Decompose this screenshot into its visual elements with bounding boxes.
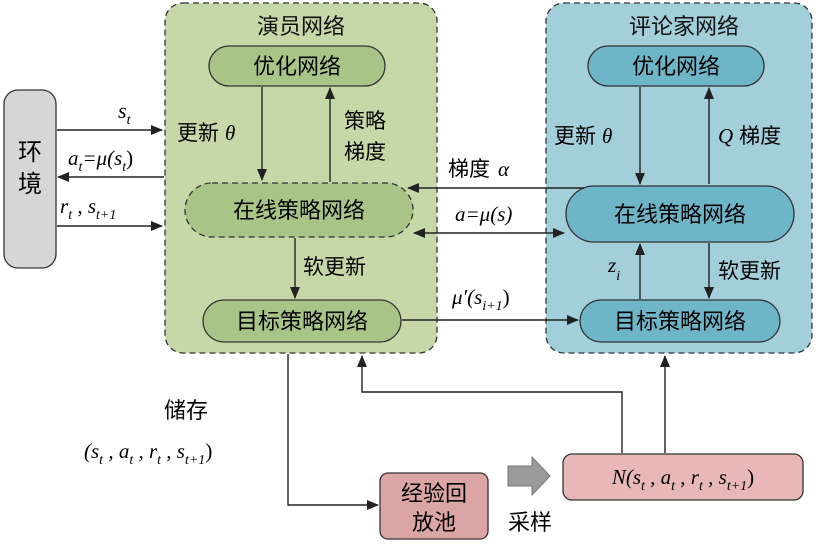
replay-buffer-label-2: 放池 — [412, 511, 456, 536]
actor-online-label: 在线策略网络 — [233, 199, 365, 224]
actor-title: 演员网络 — [257, 15, 345, 40]
reward-label: rt , st+1 — [60, 194, 116, 223]
sample-to-actor-arrow — [357, 355, 623, 453]
z-label: zi — [607, 253, 620, 284]
sampling-label: 采样 — [508, 511, 552, 536]
environment-label-2: 境 — [18, 170, 42, 198]
actor-target-node — [202, 299, 402, 343]
action-exchange-label: a=μ(s) — [455, 202, 512, 226]
environment-node — [3, 89, 57, 269]
actor-optimize-node — [208, 45, 386, 87]
actor-target-label: 目标策略网络 — [236, 310, 368, 335]
replay-buffer-node — [379, 472, 489, 540]
critic-network-panel — [545, 2, 813, 354]
critic-title: 评论家网络 — [629, 15, 739, 40]
state-label: st — [118, 98, 132, 128]
store-label: 储存 — [164, 399, 208, 424]
actor-online-node — [184, 182, 414, 238]
replay-buffer-label-1: 经验回 — [401, 482, 467, 507]
sample-batch-label: N(st , at , rt , st+1) — [611, 465, 754, 494]
critic-online-node — [565, 185, 795, 243]
critic-optimize-label: 优化网络 — [632, 55, 720, 80]
store-arrow — [287, 354, 379, 510]
policy-gradient-label-1: 策略 — [344, 109, 386, 133]
store-tuple: (st , at , rt , st+1) — [84, 439, 212, 468]
policy-gradient-label-2: 梯度 — [344, 140, 386, 164]
target-action-label: μ′(si+1) — [451, 285, 510, 314]
sample-batch-node — [562, 453, 804, 501]
sampling-arrow — [507, 455, 551, 497]
action-label: at=μ(st) — [68, 146, 133, 175]
critic-optimize-node — [587, 45, 765, 87]
environment-label-1: 环 — [18, 138, 42, 166]
critic-online-label: 在线策略网络 — [614, 203, 746, 228]
actor-soft-update-label: 软更新 — [303, 255, 366, 279]
critic-soft-update-label: 软更新 — [718, 259, 781, 283]
critic-target-node — [579, 299, 781, 343]
actor-optimize-label: 优化网络 — [253, 55, 341, 80]
actor-network-panel — [164, 2, 438, 354]
critic-target-label: 目标策略网络 — [614, 310, 746, 335]
